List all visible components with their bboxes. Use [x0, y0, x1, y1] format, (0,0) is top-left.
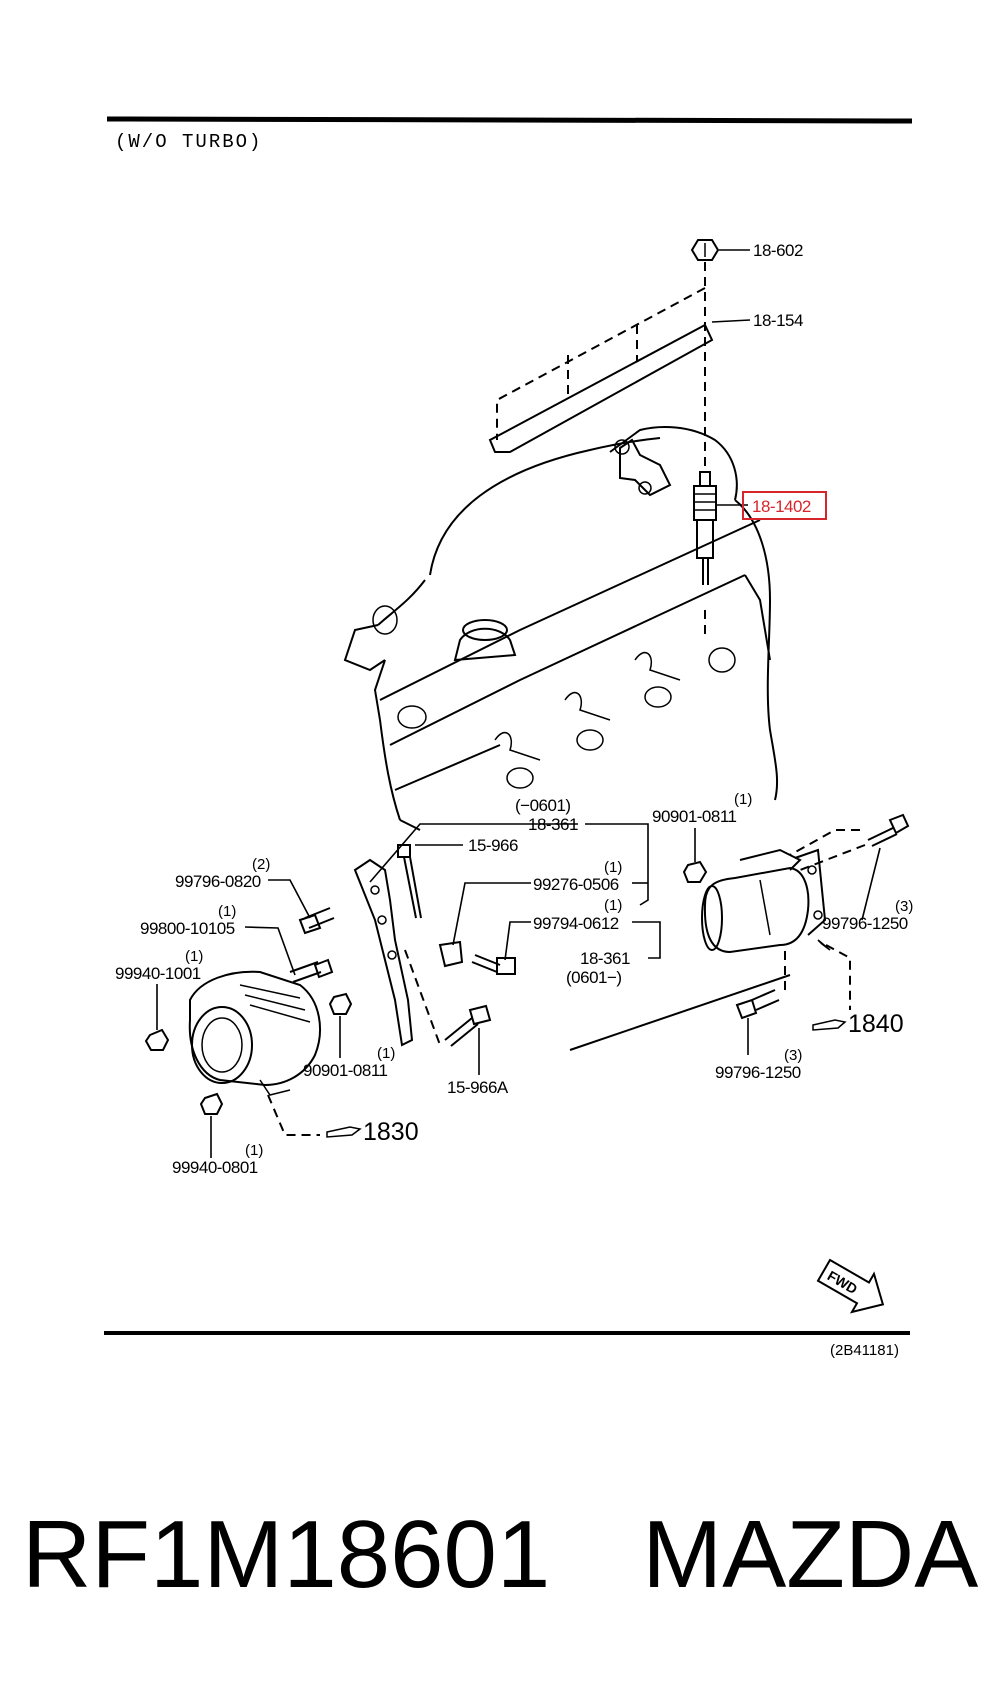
label-99794-0612: 99794-0612	[533, 914, 619, 933]
ref-1840: 1840	[812, 1010, 904, 1038]
stud-99800	[289, 958, 334, 983]
bolt-15-966A	[444, 1004, 492, 1075]
label-90901-0811-top: 90901-0811	[652, 807, 737, 826]
footer-title: RF1M18601 MAZDA	[22, 1495, 982, 1615]
qty-99794: (1)	[604, 897, 622, 914]
diagram-code: (2B41181)	[830, 1342, 899, 1359]
fwd-arrow-icon: FWD	[816, 1258, 885, 1314]
label-1830: 1830	[363, 1118, 419, 1146]
starter-motor	[701, 848, 827, 954]
qty-99796-bottom: (3)	[784, 1047, 802, 1064]
label-18-602: 18-602	[753, 241, 803, 260]
qty-90901-left: (1)	[377, 1045, 395, 1062]
glow-plug	[693, 471, 717, 640]
qty-99796-0820: (2)	[252, 856, 270, 873]
label-18-1402-highlighted: 18-1402	[752, 497, 811, 516]
qty-90901-top: (1)	[734, 791, 752, 808]
bolt-99796-top	[789, 813, 910, 921]
qty-99940-1001: (1)	[185, 948, 203, 965]
qty-99800: (1)	[218, 903, 236, 920]
harness-bracket	[353, 858, 414, 1047]
qty-99940-0801: (1)	[245, 1142, 263, 1159]
label-99276-0506: 99276-0506	[533, 875, 619, 894]
label-15-966: 15-966	[468, 836, 518, 855]
engine-block	[343, 426, 791, 1051]
label-90901-0811-left: 90901-0811	[303, 1061, 388, 1080]
label-99796-0820: 99796-0820	[175, 872, 261, 891]
label-18-154: 18-154	[753, 311, 803, 330]
nut-99940-0801	[199, 1092, 224, 1115]
highlight-box	[742, 491, 827, 520]
label-99940-0801: 99940-0801	[172, 1158, 258, 1177]
nut-99940-1001	[144, 1028, 170, 1051]
nut-top	[690, 239, 720, 261]
footer-brand: MAZDA	[642, 1501, 979, 1608]
connector-bracket	[488, 262, 714, 470]
label-1840: 1840	[848, 1010, 904, 1038]
qty-99276: (1)	[604, 859, 622, 876]
nut-90901-top	[682, 828, 708, 883]
bolt-99794	[471, 954, 516, 975]
bolt-99796-bottom	[735, 945, 786, 1055]
alternator	[188, 970, 321, 1096]
footer-part-number: RF1M18601	[22, 1501, 551, 1608]
range-note-1: (−0601)	[515, 796, 571, 815]
label-15-966A: 15-966A	[447, 1078, 509, 1097]
nut-90901-left	[328, 992, 353, 1015]
label-99796-1250-bottom: 99796-1250	[715, 1063, 801, 1082]
top-rule	[106, 116, 913, 124]
bolt-15-966	[397, 844, 422, 919]
variant-label: (W/O TURBO)	[115, 131, 262, 153]
ref-1830: 1830	[267, 1094, 419, 1146]
range-note-2: (0601−)	[566, 968, 622, 987]
bolt-99796-0820	[298, 907, 335, 935]
qty-99796-top: (3)	[895, 898, 913, 915]
label-18-361-b: 18-361	[580, 949, 630, 968]
label-99940-1001: 99940-1001	[115, 964, 201, 983]
label-99800-10105: 99800-10105	[140, 919, 235, 938]
clip-bracket	[438, 940, 464, 968]
label-99796-1250-top: 99796-1250	[822, 914, 908, 933]
